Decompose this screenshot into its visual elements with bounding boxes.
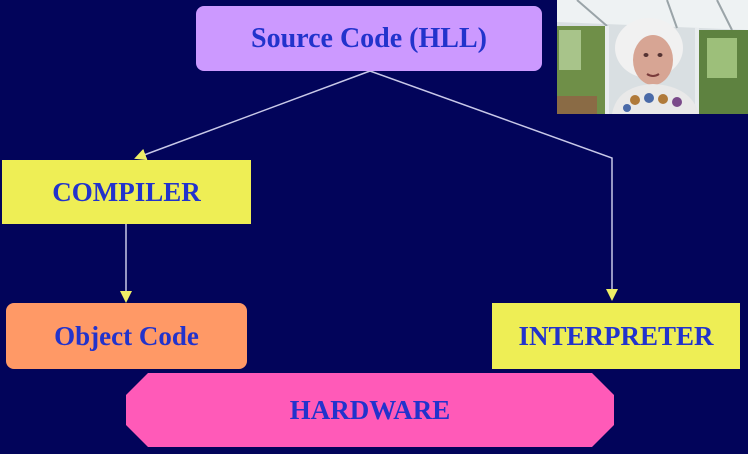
compiler-node: COMPILER	[2, 160, 251, 224]
object-code-label: Object Code	[54, 320, 199, 351]
interpreter-node: INTERPRETER	[492, 303, 740, 369]
source-code-label: Source Code (HLL)	[251, 22, 487, 54]
arrow-source-to-compiler	[134, 70, 371, 161]
object-code-node: Object Code	[6, 303, 247, 369]
source-code-node: Source Code (HLL)	[196, 6, 542, 71]
presenter-video-icon	[557, 0, 748, 114]
hardware-node: HARDWARE	[126, 373, 614, 447]
interpreter-label: INTERPRETER	[518, 320, 714, 351]
compiler-label: COMPILER	[52, 176, 201, 207]
presenter-webcam	[557, 0, 748, 114]
arrow-source-to-interpreter	[369, 70, 618, 301]
hardware-label: HARDWARE	[289, 394, 451, 425]
